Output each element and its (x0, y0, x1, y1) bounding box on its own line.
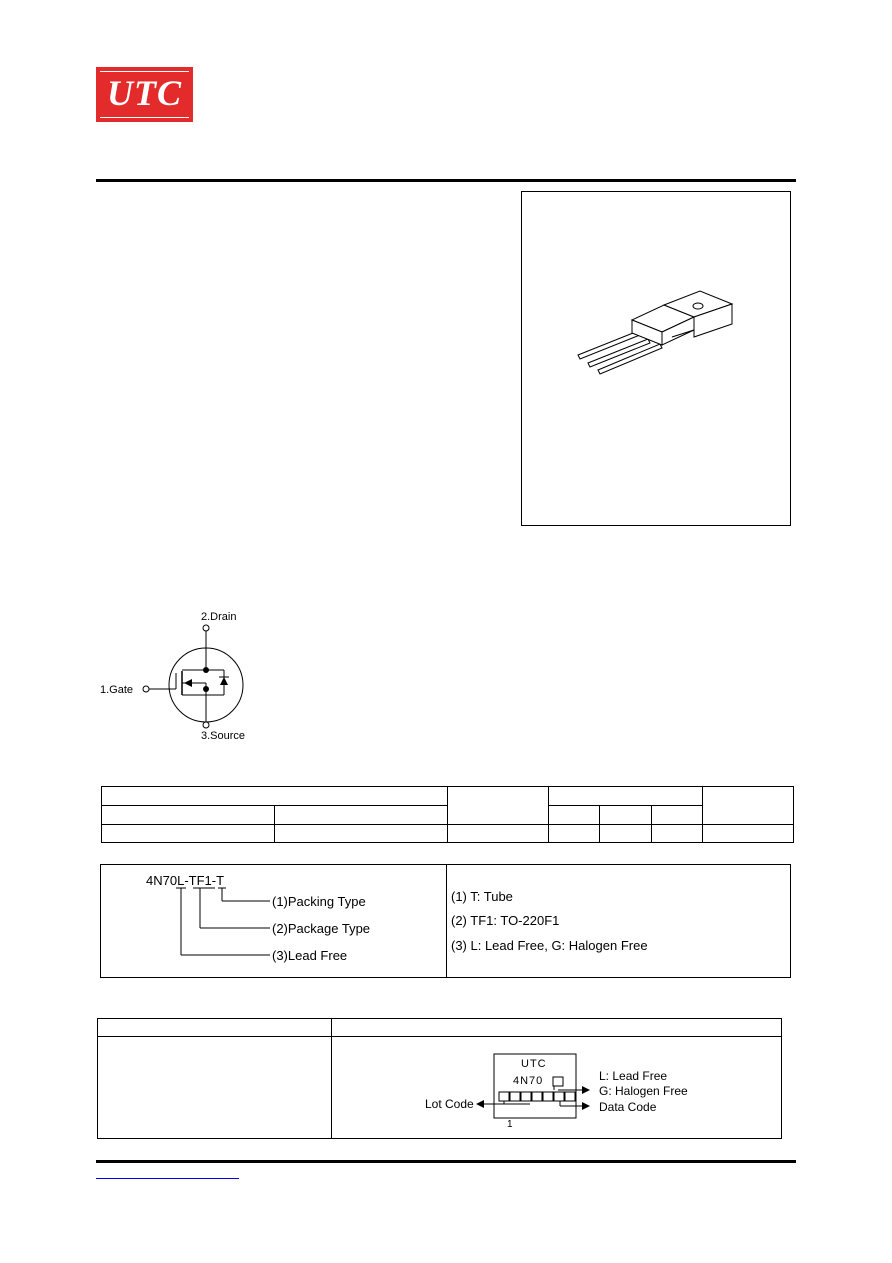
marking-part: 4N70 (513, 1075, 544, 1087)
marking-diagram (476, 1053, 590, 1119)
part-number-box (100, 864, 791, 978)
table-subheader-cell (274, 805, 448, 825)
part-package-code: TF1 (188, 873, 212, 888)
marking-pin1: 1 (507, 1119, 513, 1130)
table-subheader-cell (650, 805, 704, 825)
table-row-cell (599, 824, 652, 843)
table-subheader-cell (599, 805, 652, 825)
header-rule (96, 179, 796, 182)
logo-frame (100, 71, 189, 118)
ordering-info-table (101, 786, 794, 843)
part-separator: - (184, 873, 189, 888)
part-packing-code: T (216, 873, 225, 888)
data-code-label: Data Code (599, 1100, 657, 1114)
table-subheader-cell (101, 805, 275, 825)
part-number-leader-lines (176, 887, 270, 956)
logo-text: UTC (107, 73, 182, 113)
package-desc: (2) TF1: TO-220F1 (451, 913, 560, 928)
gate-label: 1.Gate (100, 684, 134, 696)
table-row-cell (274, 824, 448, 843)
marking-brand: UTC (521, 1058, 547, 1070)
table-row-cell (547, 824, 601, 843)
marking-header-cell (97, 1018, 332, 1037)
source-label: 3.Source (201, 730, 246, 742)
utc-logo: UTC (96, 67, 193, 122)
footer-rule (96, 1160, 796, 1163)
part-number-divider (446, 864, 447, 978)
lead-free-marking-label: L: Lead Free (599, 1069, 668, 1083)
part-prefix: 4N70 (146, 873, 178, 888)
marking-table (97, 1018, 782, 1139)
mosfet-schematic (142, 624, 244, 729)
part-number-code: 4N70L-TF1-T (146, 873, 224, 888)
table-header-cell (548, 786, 703, 806)
package-image-box (521, 191, 791, 526)
marking-header-cell (331, 1018, 782, 1037)
table-row-cell (447, 824, 549, 843)
marking-package-cell (97, 1036, 332, 1139)
table-header-cell (447, 786, 549, 825)
table-subheader-cell (547, 805, 601, 825)
to220f1-package-image (577, 290, 734, 375)
table-row-cell (101, 824, 275, 843)
halogen-free-marking-label: G: Halogen Free (599, 1084, 688, 1098)
lead-free-label: (3)Lead Free (272, 948, 348, 963)
drain-label: 2.Drain (201, 611, 237, 623)
table-row-cell (702, 824, 794, 843)
table-header-cell (702, 786, 794, 825)
footer-link[interactable] (96, 1178, 239, 1179)
lead-desc: (3) L: Lead Free, G: Halogen Free (451, 938, 648, 953)
table-row-cell (650, 824, 704, 843)
table-header-cell (101, 786, 448, 806)
part-separator: - (211, 873, 217, 888)
lot-code-label: Lot Code (425, 1097, 474, 1111)
packing-desc: (1) T: Tube (451, 889, 513, 904)
packing-type-label: (1)Packing Type (272, 894, 366, 909)
part-lead-code: L (177, 873, 185, 888)
package-type-label: (2)Package Type (272, 921, 371, 936)
